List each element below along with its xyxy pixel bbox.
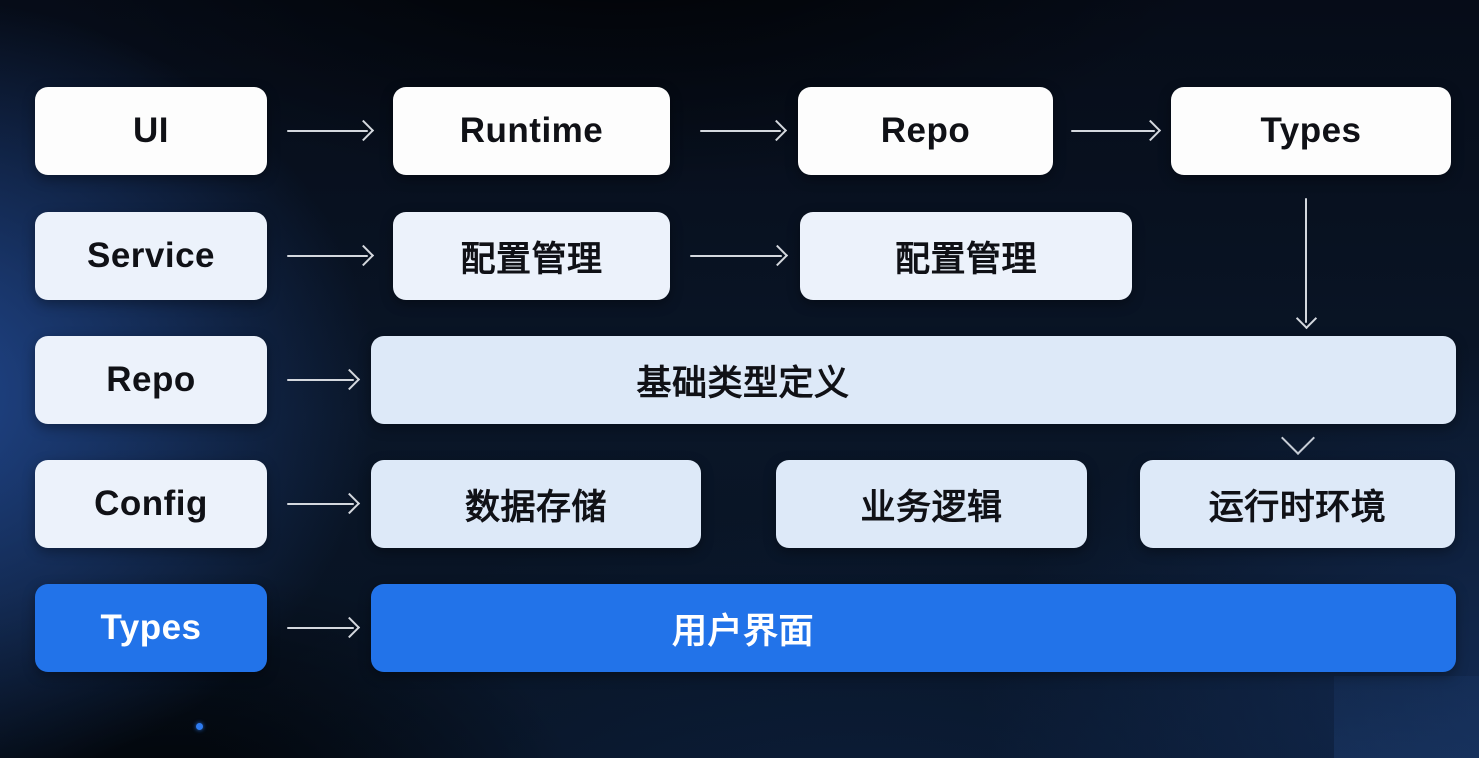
node-label: 运行时环境 <box>1208 487 1387 527</box>
node-label: 用户界面 <box>671 611 815 651</box>
node-config-mgmt-1: 配置管理 <box>393 212 670 300</box>
node-config: Config <box>35 460 267 548</box>
node-repo-top: Repo <box>798 87 1053 175</box>
node-config-mgmt-2: 配置管理 <box>800 212 1132 300</box>
node-label: Config <box>94 484 208 523</box>
node-label: 数据存储 <box>464 487 607 527</box>
node-label: 配置管理 <box>894 239 1037 279</box>
node-label: Repo <box>106 360 196 399</box>
node-label: 配置管理 <box>460 239 603 279</box>
node-label: 业务逻辑 <box>860 487 1003 527</box>
node-service: Service <box>35 212 267 300</box>
blue-dot <box>196 723 203 730</box>
node-label: Types <box>1260 111 1362 150</box>
node-ui: UI <box>35 87 267 175</box>
node-runtime: Runtime <box>393 87 670 175</box>
node-user-interface: 用户界面 <box>371 584 1456 672</box>
node-label: Repo <box>880 111 971 150</box>
node-business-logic: 业务逻辑 <box>776 460 1087 548</box>
node-base-type-definitions: 基础类型定义 <box>371 336 1456 424</box>
background-corner-patch <box>1334 676 1479 758</box>
node-types-bottom: Types <box>35 584 267 672</box>
node-data-storage: 数据存储 <box>371 460 701 548</box>
node-label: Types <box>100 608 202 647</box>
node-label: Runtime <box>459 111 604 150</box>
node-label: Service <box>86 236 216 275</box>
node-label: UI <box>133 111 169 150</box>
node-repo-left: Repo <box>35 336 267 424</box>
chevron-down-icon <box>1281 421 1315 455</box>
node-runtime-environment: 运行时环境 <box>1140 460 1455 548</box>
node-label: 基础类型定义 <box>636 363 850 403</box>
node-types-top: Types <box>1171 87 1451 175</box>
